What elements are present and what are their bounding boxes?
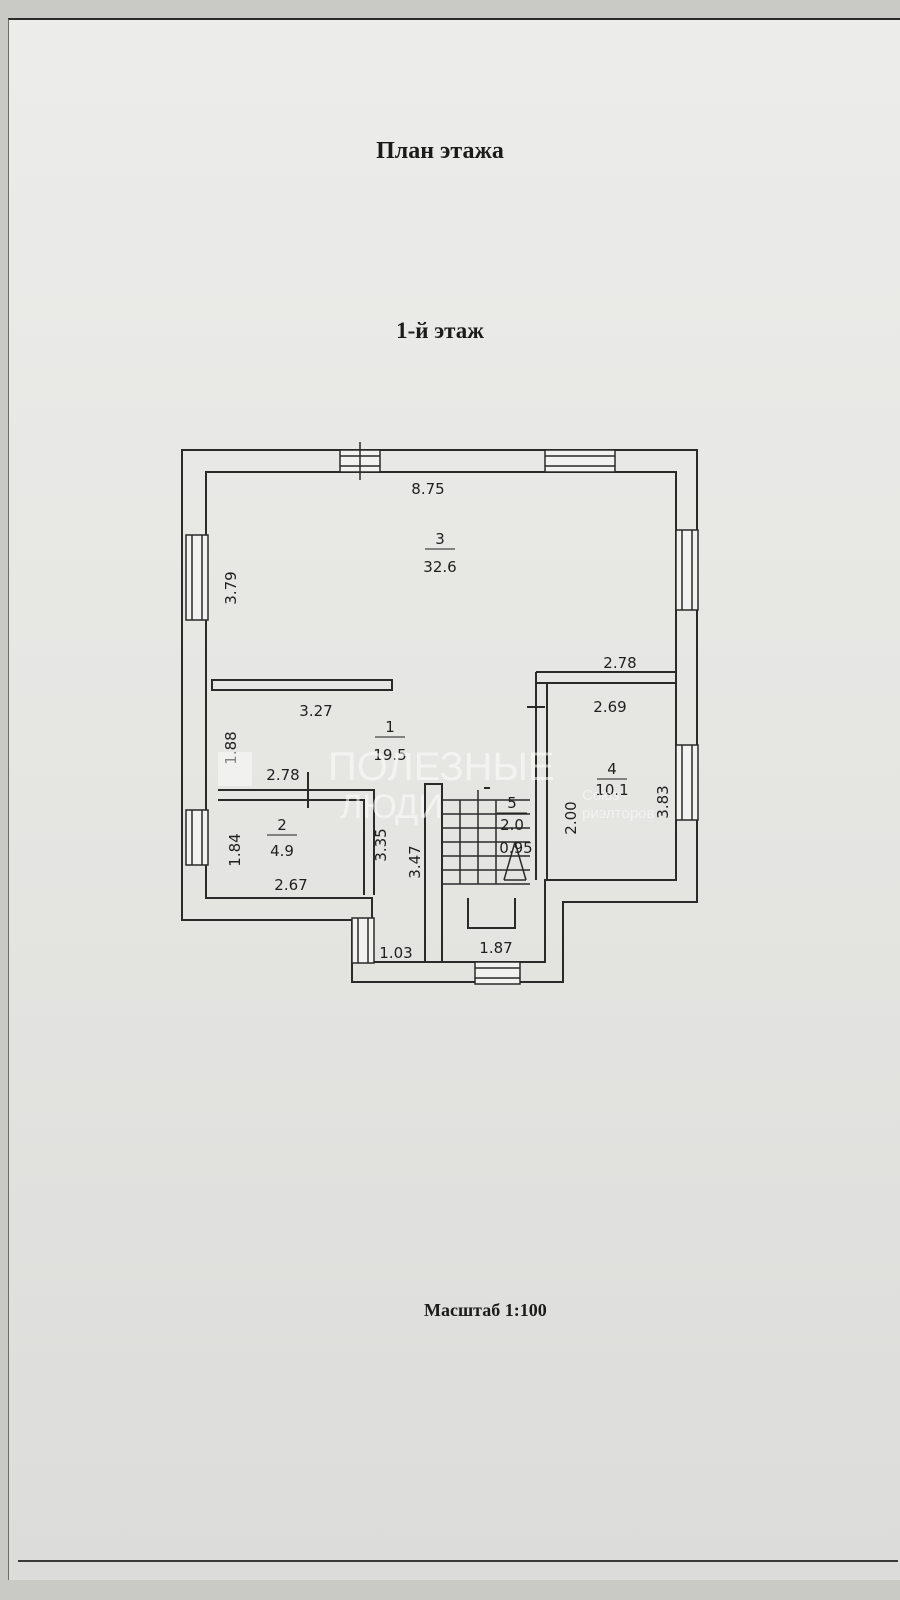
room-5-label: 5 2.0 [497, 794, 527, 834]
dim-room2-top: 2.78 [266, 766, 299, 784]
dim-partition: 3.27 [299, 702, 332, 720]
room-number: 5 [507, 794, 517, 812]
watermark-sub1: Союз [582, 787, 619, 804]
room-number: 3 [435, 530, 445, 548]
dim-stair-left: 3.47 [406, 845, 424, 878]
room-2-label: 2 4.9 [267, 816, 297, 860]
room-number: 4 [607, 760, 617, 778]
page-title: План этажа [376, 138, 504, 164]
page-bottom-rule [18, 1560, 898, 1562]
scale-label: Масштаб 1:100 [424, 1300, 547, 1320]
room-number: 1 [385, 718, 395, 736]
dim-room1-left: 1.88 [222, 731, 240, 764]
paper-sheet [8, 18, 900, 1580]
room-1-label: 1 19.5 [373, 718, 406, 764]
watermark-sub2: риэлторов [582, 805, 655, 822]
watermark-line2: ЛЮДИ [340, 788, 443, 826]
dim-room4-left: 2.00 [562, 801, 580, 834]
windows [185, 442, 699, 985]
dim-bottom-left: 1.03 [379, 944, 412, 962]
dim-room2-right: 3.35 [372, 828, 390, 861]
watermark-line1: ПОЛЕЗНЫЕ [328, 745, 555, 789]
room-number: 2 [277, 816, 287, 834]
dim-room3-left: 3.79 [222, 571, 240, 604]
watermark: ПОЛЕЗНЫЕ ЛЮДИ Союз риэлторов [218, 745, 655, 826]
interior-walls [211, 671, 676, 963]
dim-room5-width: 0.95 [499, 839, 532, 857]
room-3-label: 3 32.6 [423, 530, 456, 576]
room-area: 10.1 [595, 781, 628, 799]
staircase [442, 790, 530, 885]
room-area: 2.0 [500, 816, 524, 834]
floor-title: 1-й этаж [396, 318, 484, 343]
dim-room4-top: 2.78 [603, 654, 636, 672]
dim-room2-bottom: 2.67 [274, 876, 307, 894]
room-area: 19.5 [373, 746, 406, 764]
dim-room4-right: 3.83 [654, 785, 672, 818]
room-4-label: 4 10.1 [595, 760, 628, 799]
dim-room4-inner: 2.69 [593, 698, 626, 716]
dim-room2-left: 1.84 [226, 833, 244, 866]
door-marks [307, 706, 545, 808]
dim-bottom-right: 1.87 [479, 939, 512, 957]
room-area: 32.6 [423, 558, 456, 576]
dim-top-width: 8.75 [411, 480, 444, 498]
room-area: 4.9 [270, 842, 294, 860]
